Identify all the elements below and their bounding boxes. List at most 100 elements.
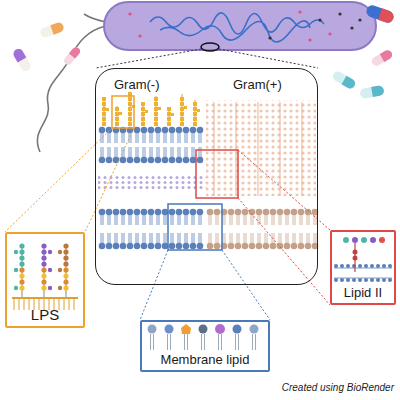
sugar-branch bbox=[58, 268, 62, 272]
pill bbox=[331, 70, 357, 91]
lipid-head bbox=[214, 209, 221, 216]
lipid-tail bbox=[199, 215, 200, 225]
lipid-tail bbox=[103, 215, 104, 225]
lipid-tail bbox=[101, 133, 102, 143]
sugar-unit bbox=[41, 273, 46, 278]
sugar-unit bbox=[343, 237, 349, 243]
lipid-head bbox=[155, 209, 162, 216]
lipid-head bbox=[183, 127, 190, 134]
lipid-tail bbox=[225, 233, 226, 243]
lipid-head bbox=[99, 209, 106, 216]
lipid-tail bbox=[316, 233, 317, 243]
lipid-head bbox=[155, 127, 162, 134]
sugar-unit bbox=[197, 109, 200, 112]
lipid-tail bbox=[281, 215, 282, 225]
sugar-unit bbox=[63, 273, 68, 278]
sugar-unit bbox=[102, 112, 106, 116]
lipid-head bbox=[120, 209, 127, 216]
lipid-tail bbox=[115, 233, 116, 243]
leader-line bbox=[140, 250, 168, 320]
lipid-tail bbox=[171, 133, 172, 143]
lipid-tail bbox=[143, 133, 144, 143]
lipid-head bbox=[183, 243, 190, 250]
callout-ground bbox=[140, 320, 270, 372]
sugar-unit bbox=[41, 243, 46, 248]
lipid-tail bbox=[211, 233, 212, 243]
granule bbox=[268, 36, 271, 39]
lipid-tail bbox=[246, 233, 247, 243]
lipid-tail bbox=[201, 147, 202, 157]
lipid-tail bbox=[108, 233, 109, 243]
granule bbox=[298, 10, 301, 13]
sugar-unit bbox=[167, 107, 171, 111]
lipid-tail bbox=[122, 133, 123, 143]
lipid-head bbox=[382, 278, 386, 282]
lipid-tail bbox=[166, 215, 167, 225]
sugar-branch bbox=[58, 250, 62, 254]
lipid-tail bbox=[293, 215, 294, 225]
lipid-tail bbox=[216, 233, 217, 243]
lipid-tail bbox=[309, 215, 310, 225]
leader-line bbox=[222, 250, 270, 320]
sugar-unit bbox=[128, 102, 132, 106]
lipid-head bbox=[183, 157, 190, 164]
lipid-tail bbox=[124, 215, 125, 225]
lipid-tail bbox=[131, 233, 132, 243]
lipid-head bbox=[340, 264, 344, 268]
lipid-head bbox=[250, 325, 259, 334]
lipid-tail bbox=[230, 215, 231, 225]
lipid-tail bbox=[185, 215, 186, 225]
sugar-unit bbox=[154, 107, 158, 111]
zoom-panel: Gram(-)Gram(+) bbox=[95, 68, 318, 285]
lipid-a-tail bbox=[69, 298, 70, 310]
lipid-tail bbox=[103, 133, 104, 143]
sugar-unit bbox=[184, 106, 187, 109]
lipid-tail bbox=[272, 215, 273, 225]
lipid-tail bbox=[101, 147, 102, 157]
lipid-tail bbox=[185, 233, 186, 243]
lipid-tail bbox=[153, 334, 154, 350]
lipid-head bbox=[127, 243, 134, 250]
lipid-tail bbox=[237, 233, 238, 243]
sugar-branch bbox=[14, 286, 18, 290]
sugar-unit bbox=[102, 97, 106, 101]
sugar-unit bbox=[115, 107, 119, 111]
lipid-tail bbox=[218, 215, 219, 225]
lipid-head bbox=[228, 243, 235, 250]
lipid-tail bbox=[178, 233, 179, 243]
lipid-head bbox=[352, 278, 356, 282]
phosphate bbox=[353, 250, 358, 255]
sugar-unit bbox=[41, 255, 46, 260]
lipid-tail bbox=[164, 147, 165, 157]
lipid-tail bbox=[279, 215, 280, 225]
lipid-head bbox=[141, 157, 148, 164]
lipid-head bbox=[228, 209, 235, 216]
lipid-head bbox=[181, 324, 191, 334]
lipid-tail bbox=[288, 215, 289, 225]
lipid-head bbox=[169, 127, 176, 134]
sugar-unit bbox=[154, 117, 158, 121]
callout-label: LPS bbox=[31, 306, 59, 323]
lipid-tail bbox=[293, 233, 294, 243]
lipid-head bbox=[334, 278, 338, 282]
lipid-tail bbox=[136, 233, 137, 243]
sugar-unit bbox=[193, 117, 197, 121]
lipid-head bbox=[305, 209, 312, 216]
lipid-tail bbox=[145, 215, 146, 225]
lipid-tail bbox=[171, 147, 172, 157]
sugar-unit bbox=[63, 267, 68, 272]
sugar-branch bbox=[48, 250, 52, 254]
lipid-head bbox=[298, 209, 305, 216]
lipid-tail bbox=[115, 215, 116, 225]
lipid-head bbox=[215, 324, 225, 334]
lipid-head bbox=[176, 127, 183, 134]
lipid-tail bbox=[180, 215, 181, 225]
sugar-unit bbox=[19, 273, 24, 278]
lipid-head bbox=[113, 209, 120, 216]
lipid-tail bbox=[258, 233, 259, 243]
sugar-unit bbox=[128, 112, 132, 116]
lipid-a-base bbox=[12, 297, 78, 299]
lipid-tail bbox=[108, 147, 109, 157]
lipid-tail bbox=[178, 147, 179, 157]
